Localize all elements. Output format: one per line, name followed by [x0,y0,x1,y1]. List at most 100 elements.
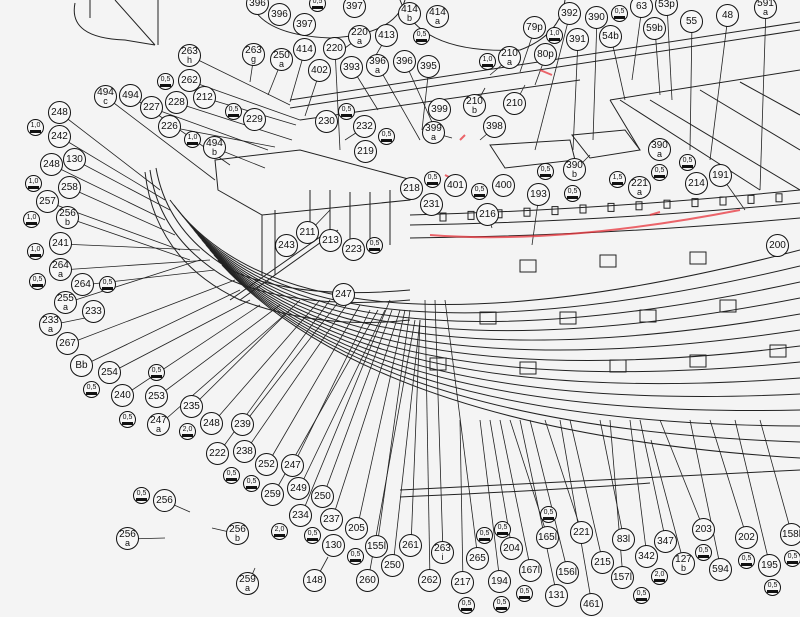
thickness-value: 0,5 [654,167,665,174]
thickness-value: 2,0 [654,571,665,578]
thickness-badge: 0,5 [378,128,395,145]
part-callout: 203 [692,518,715,541]
part-callout: 231 [420,193,443,216]
part-number: 130 [66,154,83,165]
deck-plank-392 [489,139,576,169]
thickness-bar-icon [151,375,162,378]
thickness-badge: 0,5 [476,527,493,544]
leader-line [158,309,291,426]
part-number: 494 [97,87,114,98]
leader-line [631,6,643,81]
thickness-badge: 0,5 [338,103,355,120]
part-callout: 80p [534,43,557,66]
part-callout: 155l [365,535,388,558]
thickness-badge: 0,5 [347,548,364,565]
rail-stanchion [775,193,783,203]
hull-plank-line [201,239,800,385]
part-number: 264 [52,260,69,271]
part-number: 401 [447,180,464,191]
thickness-bar-icon [698,555,709,558]
part-callout: 54b [599,25,622,48]
part-number: 398 [486,121,503,132]
part-number: 247 [284,460,301,471]
part-callout: 248 [48,101,71,124]
thickness-bar-icon [312,6,323,9]
part-callout: 347 [654,530,677,553]
thickness-value: 0,5 [461,600,472,607]
thickness-badge: 0,5 [651,164,668,181]
thickness-value: 1,0 [26,214,37,221]
part-number: 259 [264,489,281,500]
thickness-value: 1,0 [28,178,39,185]
thickness-bar-icon [274,534,285,537]
part-number: 230 [318,116,335,127]
leader-line [242,299,341,426]
part-number: 243 [278,240,295,251]
leader-line [322,309,393,498]
part-number: 220 [351,27,368,38]
part-callout: 402 [308,59,331,82]
thickness-bar-icon [474,194,485,197]
thickness-value: 0,5 [636,590,647,597]
part-number: 158l [782,529,800,540]
part-callout: 267 [56,332,79,355]
part-number: 233 [85,306,102,317]
thickness-badge: 0,5 [99,276,116,293]
thickness-bar-icon [160,84,171,87]
rail-stanchion [439,212,447,222]
leader-line [592,17,598,141]
part-callout: 229 [243,108,266,131]
leader-line [169,126,276,148]
part-callout: 130 [322,534,345,557]
thickness-value: 0,5 [767,582,778,589]
part-number: 205 [348,523,365,534]
thickness-bar-icon [567,196,578,199]
part-number: 247 [335,289,352,300]
thickness-value: 0,5 [32,276,43,283]
leader-line [544,419,583,534]
part-number: 247 [150,415,167,426]
part-number: 390 [651,140,668,151]
gunport [599,254,617,268]
leader-line [81,289,241,367]
part-number: 165l [538,532,557,543]
rail-stanchion [747,194,755,204]
part-suffix: c [103,96,108,106]
thickness-value: 0,5 [497,524,508,531]
part-number: 217 [454,577,471,588]
part-number: 396 [249,0,266,9]
thickness-value: 0,5 [151,367,162,374]
part-callout: 397 [293,13,316,36]
part-number: 252 [258,459,275,470]
part-number: 250 [314,491,331,502]
part-number: 414 [401,4,418,15]
thickness-bar-icon [28,186,39,189]
part-callout: 247 [332,283,355,306]
part-callout: 401 [444,174,467,197]
thickness-badge: 1,0 [184,131,201,148]
thickness-value: 0,5 [540,166,551,173]
leader-line [529,419,569,574]
thickness-bar-icon [636,598,647,601]
part-number: 393 [343,62,360,73]
leader-line [377,65,421,141]
thickness-badge: 0,5 [516,585,533,602]
part-callout: 219 [354,140,377,163]
thickness-bar-icon [307,538,318,541]
part-callout: 249 [287,477,310,500]
part-number: 260 [359,575,376,586]
thickness-badge: 1,0 [25,175,42,192]
red-correction-mark [429,209,741,239]
leader-line [572,39,579,151]
thickness-badge: 1,0 [27,119,44,136]
part-callout: 248 [40,153,63,176]
part-callout: 148 [303,569,326,592]
